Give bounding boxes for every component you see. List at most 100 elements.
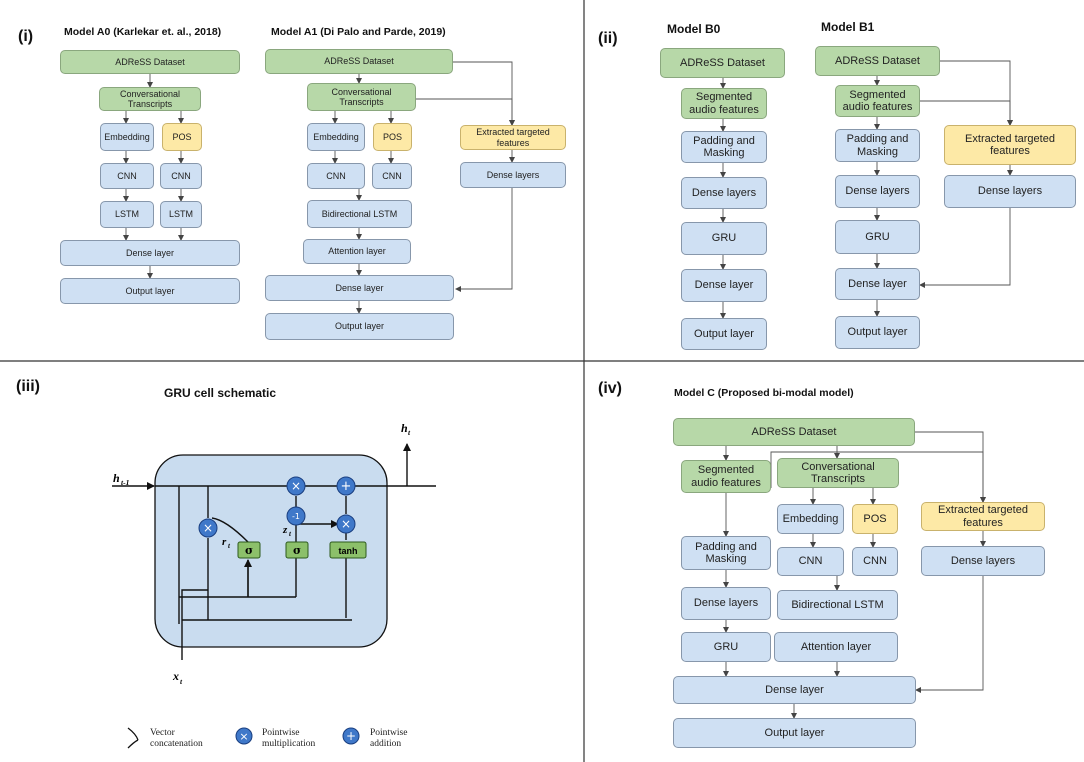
c-pos-box: POS [852, 504, 898, 534]
c-dense-side-box: Dense layers [921, 546, 1045, 576]
b1-segmented-box: Segmented audio features [835, 85, 920, 117]
svg-text:+: + [346, 729, 356, 743]
legend-icons: × + [127, 727, 360, 749]
b1-dense-box: Dense layer [835, 268, 920, 300]
legend-add-text: Pointwise addition [370, 728, 408, 749]
op-mult-update: × [336, 514, 356, 534]
c-embedding-box: Embedding [777, 504, 844, 534]
sigma-label: σ [245, 544, 253, 557]
b1-padding-box: Padding and Masking [835, 129, 920, 162]
gru-cell-title: GRU cell schematic [164, 386, 277, 400]
a1-pos-box: POS [373, 123, 412, 151]
model-b1-title: Model B1 [821, 20, 875, 34]
svg-text:×: × [341, 517, 351, 531]
a1-dense-side-box: Dense layers [460, 162, 566, 188]
panel-i-connectors [123, 61, 515, 314]
svg-text:×: × [203, 521, 213, 535]
model-a1-title: Model A1 (Di Palo and Parde, 2019) [271, 26, 446, 38]
panel-iv-label: (iv) [598, 380, 622, 397]
a0-embedding-box: Embedding [100, 123, 154, 151]
x-t-label: x [172, 669, 179, 683]
h-t-subscript: t [408, 428, 411, 437]
c-dense-box: Dense layer [673, 676, 916, 704]
a1-transcripts-box: Conversational Transcripts [307, 83, 416, 111]
b0-padding-box: Padding and Masking [681, 131, 767, 163]
sigma-label: σ [293, 544, 301, 557]
h-prev-label: h [113, 471, 120, 485]
gate-tanh: tanh [329, 541, 367, 559]
b0-segmented-box: Segmented audio features [681, 88, 767, 119]
panel-i-label: (i) [18, 28, 34, 45]
c-cnn-left-box: CNN [777, 547, 844, 576]
r-t-subscript: t [228, 542, 231, 550]
a0-dataset-box: ADReSS Dataset [60, 50, 240, 74]
gate-sigma-reset: σ [237, 541, 261, 559]
a1-output-box: Output layer [265, 313, 454, 340]
b0-gru-box: GRU [681, 222, 767, 255]
c-dataset-box: ADReSS Dataset [673, 418, 915, 446]
model-a0-title: Model A0 (Karlekar et. al., 2018) [64, 26, 222, 38]
c-transcripts-box: Conversational Transcripts [777, 458, 899, 488]
a0-dense-box: Dense layer [60, 240, 240, 266]
a0-cnn-left-box: CNN [100, 163, 154, 189]
a0-cnn-right-box: CNN [160, 163, 202, 189]
tanh-label: tanh [339, 546, 358, 556]
c-bilstm-box: Bidirectional LSTM [777, 590, 898, 620]
b1-output-box: Output layer [835, 316, 920, 349]
b1-extracted-box: Extracted targeted features [944, 125, 1076, 165]
svg-text:+: + [341, 479, 352, 494]
a0-lstm-right-box: LSTM [160, 201, 202, 228]
panel-ii-label: (ii) [598, 30, 618, 47]
b1-dataset-box: ADReSS Dataset [815, 46, 940, 76]
op-mult-reset: × [198, 518, 218, 538]
x-t-subscript: t [180, 677, 183, 686]
a1-bilstm-box: Bidirectional LSTM [307, 200, 412, 228]
b1-gru-box: GRU [835, 220, 920, 254]
mult-legend-icon: × [235, 727, 253, 745]
panel-ii-connectors [720, 60, 1013, 319]
c-cnn-right-box: CNN [852, 547, 898, 576]
op-mult-top: × [286, 476, 306, 496]
add-legend-icon: + [342, 727, 360, 745]
z-t-label: z [282, 524, 288, 536]
a1-embedding-box: Embedding [307, 123, 365, 151]
a1-dataset-box: ADReSS Dataset [265, 49, 453, 74]
b1-dense-side-box: Dense layers [944, 175, 1076, 208]
c-padding-box: Padding and Masking [681, 536, 771, 570]
gru-cell: × × + -1 × σ σ tanh h t-1 [112, 421, 436, 686]
concat-icon [127, 727, 139, 749]
a1-attention-box: Attention layer [303, 239, 411, 264]
a0-transcripts-box: Conversational Transcripts [99, 87, 201, 111]
b0-output-box: Output layer [681, 318, 767, 350]
b0-dataset-box: ADReSS Dataset [660, 48, 785, 78]
minus-one-label: -1 [292, 512, 300, 521]
b0-dense-layers-box: Dense layers [681, 177, 767, 209]
model-c-title: Model C (Proposed bi-modal model) [674, 387, 854, 399]
panel-iv-connectors [723, 431, 986, 719]
a1-extracted-box: Extracted targeted features [460, 125, 566, 150]
gate-sigma-update: σ [285, 541, 309, 559]
a1-dense-box: Dense layer [265, 275, 454, 301]
op-add-top: + [336, 476, 356, 496]
svg-text:×: × [291, 479, 301, 493]
svg-text:×: × [239, 730, 248, 743]
c-attention-box: Attention layer [774, 632, 898, 662]
legend-mult-text: Pointwise multiplication [262, 728, 316, 749]
op-minus-one: -1 [286, 506, 306, 526]
a1-cnn-right-box: CNN [372, 163, 412, 189]
h-prev-subscript: t-1 [121, 478, 129, 487]
b1-dense-layers-box: Dense layers [835, 175, 920, 208]
a0-pos-box: POS [162, 123, 202, 151]
a0-lstm-left-box: LSTM [100, 201, 154, 228]
c-gru-box: GRU [681, 632, 771, 662]
c-dense-layers-box: Dense layers [681, 587, 771, 620]
model-b0-title: Model B0 [667, 22, 721, 36]
h-t-label: h [401, 421, 408, 435]
r-t-label: r [222, 536, 227, 548]
b0-dense-box: Dense layer [681, 269, 767, 302]
a1-cnn-left-box: CNN [307, 163, 365, 189]
c-output-box: Output layer [673, 718, 916, 748]
panel-iii-label: (iii) [16, 378, 40, 395]
